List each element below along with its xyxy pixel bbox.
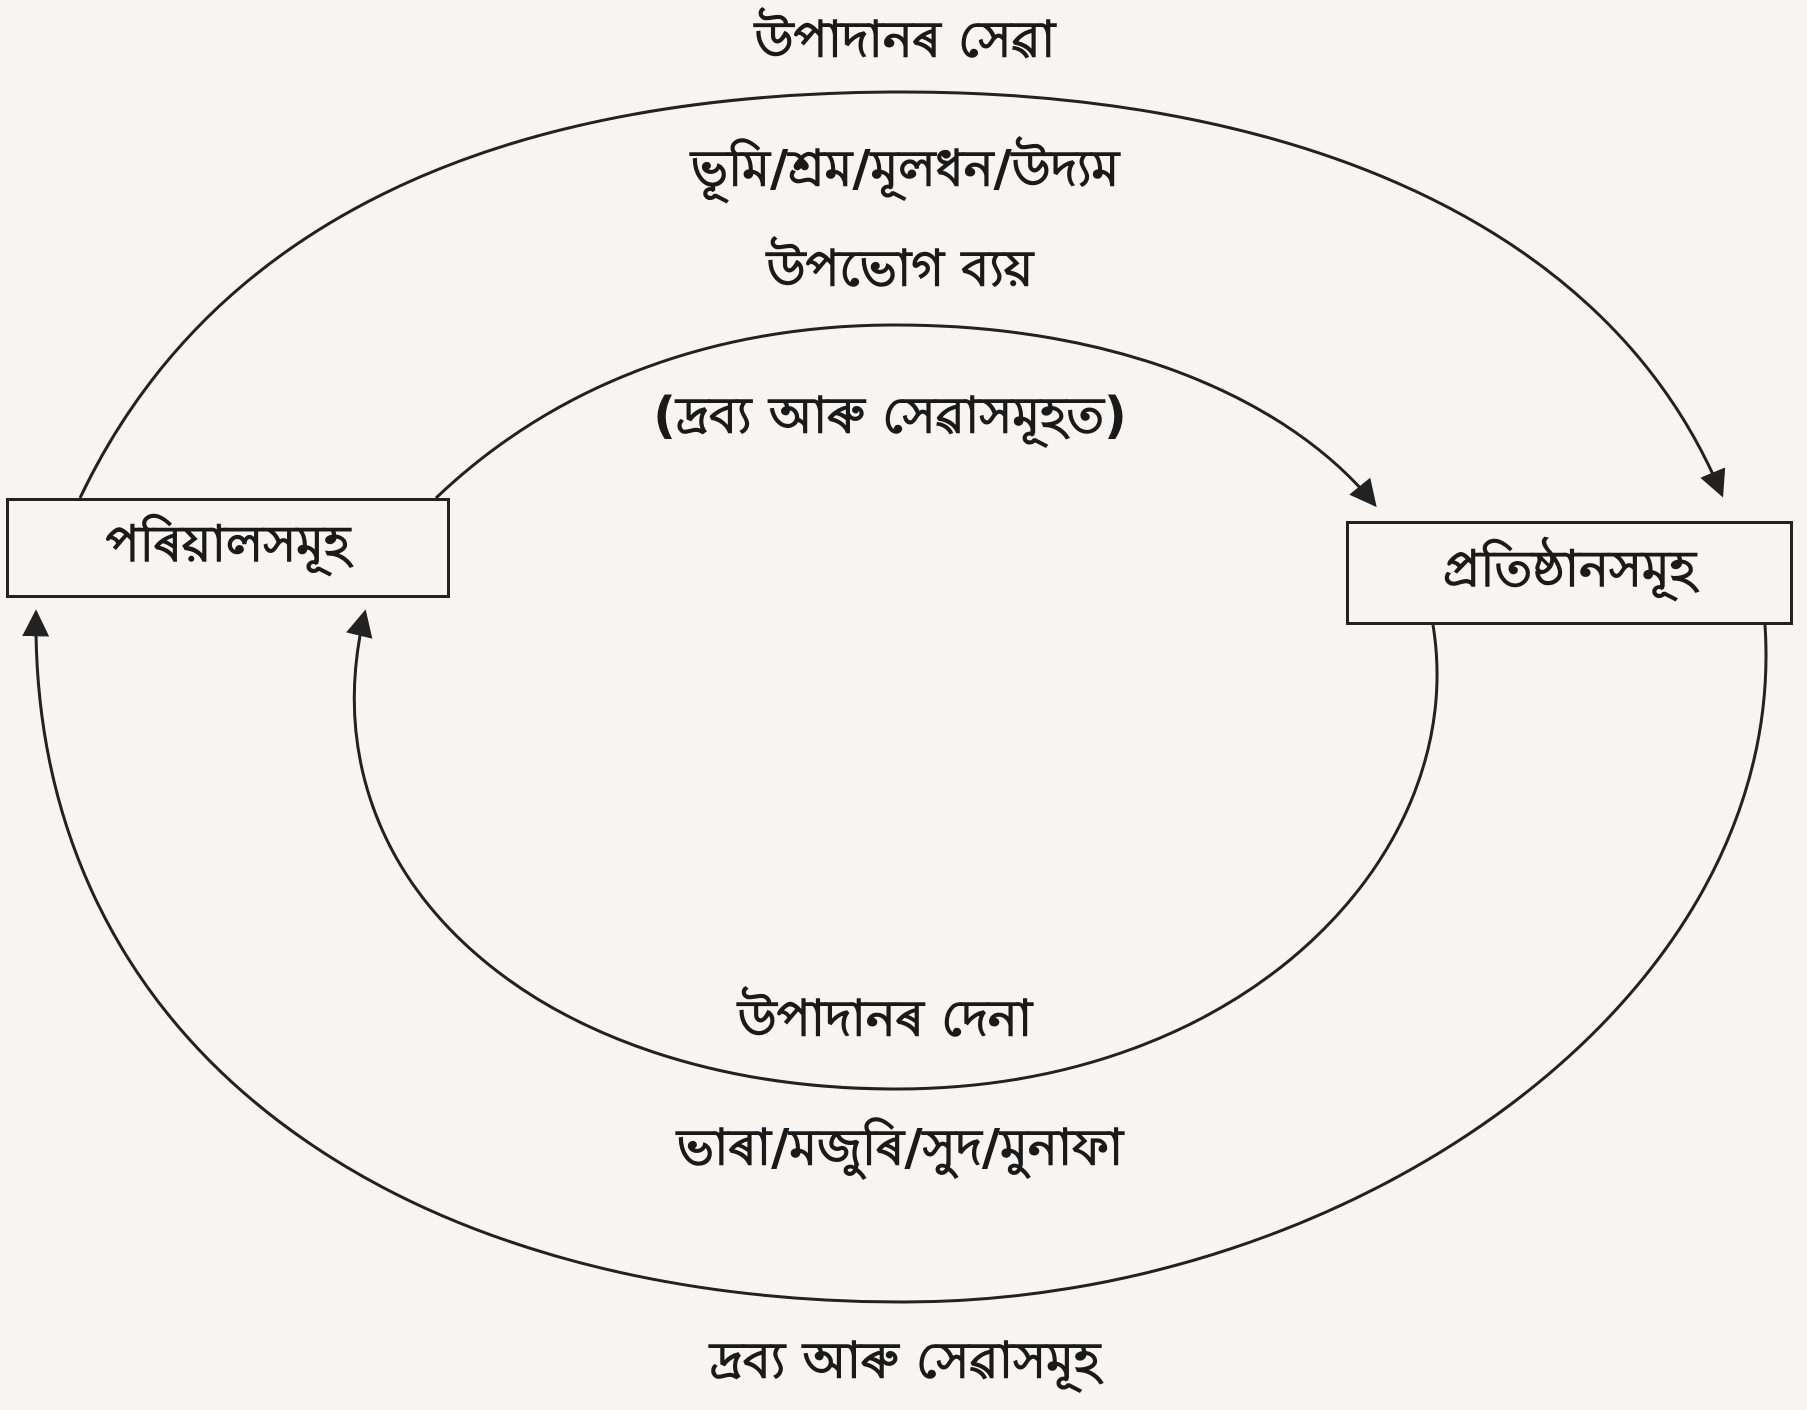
- factors-label: ভূমি/শ্ৰম/মূলধন/উদ্যম: [690, 139, 1120, 198]
- factor-services-label: উপাদানৰ সেৱা: [754, 10, 1056, 69]
- households-box: পৰিয়ালসমূহ: [6, 498, 450, 598]
- goods-services-spending-label: (দ্ৰব্য আৰু সেৱাসমূহত): [653, 386, 1127, 445]
- firms-label: প্ৰতিষ্ঠানসমূহ: [1442, 539, 1697, 598]
- outer-flow-bottom-arc: [22, 609, 1768, 1304]
- inner-flow-top-arc: [434, 323, 1377, 508]
- households-label: পৰিয়ালসমূহ: [105, 514, 351, 573]
- inner-flow-bottom-arc: [346, 609, 1439, 1091]
- firms-box: প্ৰতিষ্ঠানসমূহ: [1346, 521, 1793, 625]
- consumption-expenditure-label: উপভোগ ব্যয়: [766, 239, 1034, 298]
- goods-services-label: দ্ৰব্য আৰু সেৱাসমূহ: [709, 1331, 1101, 1390]
- factor-payments-label: উপাদানৰ দেনা: [737, 989, 1033, 1048]
- payments-label: ভাৰা/মজুৰি/সুদ/মুনাফা: [676, 1118, 1124, 1177]
- outer-flow-top-arc: [78, 90, 1726, 499]
